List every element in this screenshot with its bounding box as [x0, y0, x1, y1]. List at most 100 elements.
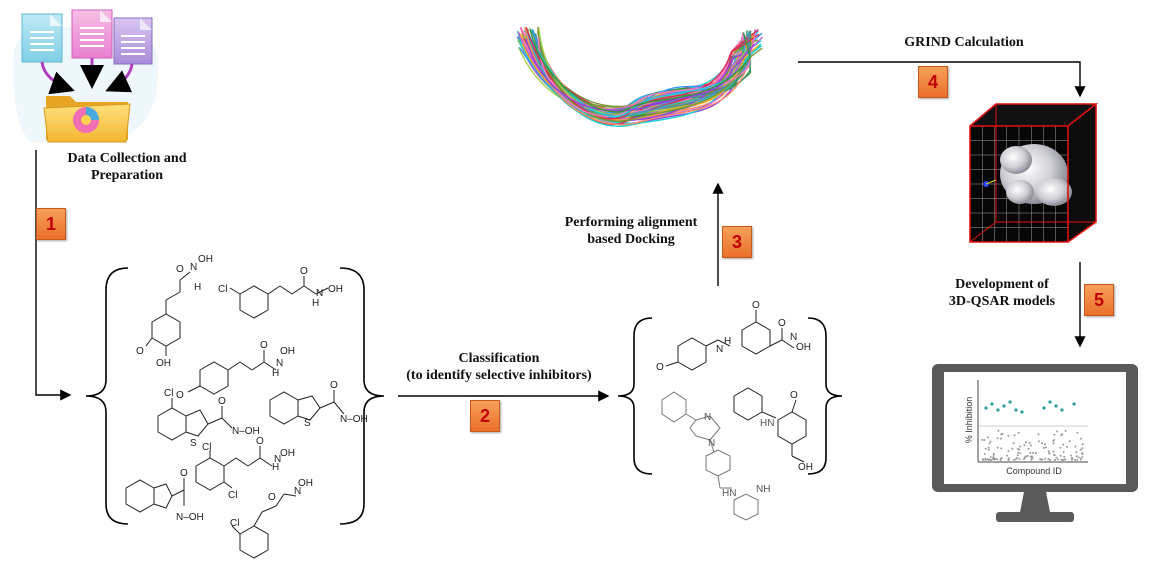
plot-point	[1070, 454, 1072, 457]
plot-point	[983, 453, 986, 455]
svg-text:Cl: Cl	[230, 518, 239, 529]
plot-point	[1029, 452, 1032, 455]
plot-point	[988, 442, 991, 445]
plot-point	[1019, 445, 1022, 448]
svg-text:O: O	[260, 340, 268, 351]
compound-set-bracket	[85, 267, 385, 525]
plot-point	[1006, 454, 1009, 457]
svg-text:O: O	[180, 468, 188, 479]
inhibitor-structure-3	[733, 387, 807, 463]
plot-point	[1054, 458, 1056, 461]
plot-point	[1063, 458, 1066, 461]
plot-point	[1032, 452, 1034, 454]
svg-text:OH: OH	[156, 358, 171, 369]
plot-point	[1007, 434, 1010, 437]
plot-point	[989, 456, 992, 459]
svg-text:N: N	[294, 486, 301, 497]
svg-text:H: H	[272, 368, 279, 379]
plot-point	[1074, 459, 1076, 461]
svg-text:O: O	[778, 318, 786, 329]
plot-point	[1026, 455, 1029, 457]
plot-point	[1047, 450, 1050, 453]
svg-text:O: O	[176, 390, 184, 401]
plot-point	[1054, 404, 1058, 408]
svg-text:Cl: Cl	[202, 442, 211, 453]
svg-text:N: N	[708, 438, 715, 449]
plot-point	[1029, 444, 1032, 447]
plot-point	[1027, 447, 1030, 450]
plot-point	[1081, 443, 1084, 446]
plot-point	[1047, 457, 1050, 460]
svg-text:O: O	[136, 346, 144, 357]
plot-point	[1037, 440, 1040, 443]
plot-point	[984, 447, 987, 450]
inhibition-plot	[977, 380, 1088, 463]
plot-point	[1079, 448, 1082, 451]
plot-point	[1020, 410, 1024, 414]
selective-inhibitors-bracket	[617, 317, 843, 475]
svg-text:O: O	[268, 492, 276, 503]
plot-point	[997, 429, 1000, 432]
plot-point	[1030, 458, 1033, 461]
inhibitor-structure-2	[661, 391, 759, 521]
svg-text:Cl: Cl	[218, 284, 227, 295]
plot-point	[1012, 442, 1015, 445]
plot-point	[1007, 450, 1010, 453]
svg-text:O: O	[300, 266, 308, 277]
plot-point	[1030, 457, 1033, 459]
plot-point	[1048, 400, 1052, 404]
compound-structure-2	[229, 276, 329, 319]
plot-ylabel: % Inhibition	[964, 397, 974, 444]
plot-point	[1081, 456, 1084, 459]
plot-point	[1017, 451, 1020, 454]
plot-point	[1011, 447, 1014, 450]
plot-point	[1076, 459, 1079, 461]
plot-point	[1066, 445, 1069, 448]
svg-text:H: H	[724, 336, 731, 347]
svg-text:Cl: Cl	[228, 490, 237, 501]
svg-text:O: O	[256, 436, 264, 447]
svg-text:H: H	[194, 282, 201, 293]
compound-structure-6	[195, 446, 273, 491]
svg-text:O: O	[330, 380, 338, 391]
svg-text:HN: HN	[760, 418, 774, 429]
plot-point	[1042, 406, 1046, 410]
compound-structure-1	[145, 271, 191, 356]
plot-point	[1008, 400, 1012, 404]
plot-point	[1044, 457, 1046, 460]
plot-point	[992, 452, 995, 455]
svg-text:O: O	[218, 396, 226, 407]
svg-text:N–OH: N–OH	[176, 512, 204, 523]
document-icon-1	[21, 13, 63, 63]
plot-point	[1023, 457, 1025, 460]
plot-point	[1053, 454, 1056, 457]
plot-point	[1037, 433, 1040, 436]
svg-text:OH: OH	[298, 478, 313, 489]
svg-text:O: O	[752, 300, 760, 311]
svg-text:N–OH: N–OH	[232, 426, 260, 437]
compound-structure-8	[231, 493, 297, 559]
svg-text:H: H	[312, 298, 319, 309]
plot-point	[1060, 408, 1064, 412]
svg-text:OH: OH	[796, 342, 811, 353]
plot-point	[1016, 454, 1019, 457]
plot-point	[996, 458, 999, 461]
plot-point	[996, 446, 999, 449]
plot-point	[1075, 451, 1078, 454]
plot-point	[1013, 458, 1015, 461]
plot-point	[984, 457, 987, 460]
plot-point	[1060, 434, 1063, 437]
plot-point	[1062, 451, 1065, 454]
ligand-strand	[537, 30, 753, 122]
step-badge-1: 1	[36, 208, 66, 240]
data-collection-icon	[13, 9, 159, 143]
step-badge-2: 2	[470, 400, 500, 432]
docked-ligand-ensemble	[516, 26, 764, 127]
grind-cube	[969, 103, 1099, 243]
plot-point	[1028, 441, 1031, 444]
plot-point	[1048, 452, 1051, 455]
compound-structure-4	[157, 398, 233, 441]
plot-point	[1017, 431, 1020, 434]
